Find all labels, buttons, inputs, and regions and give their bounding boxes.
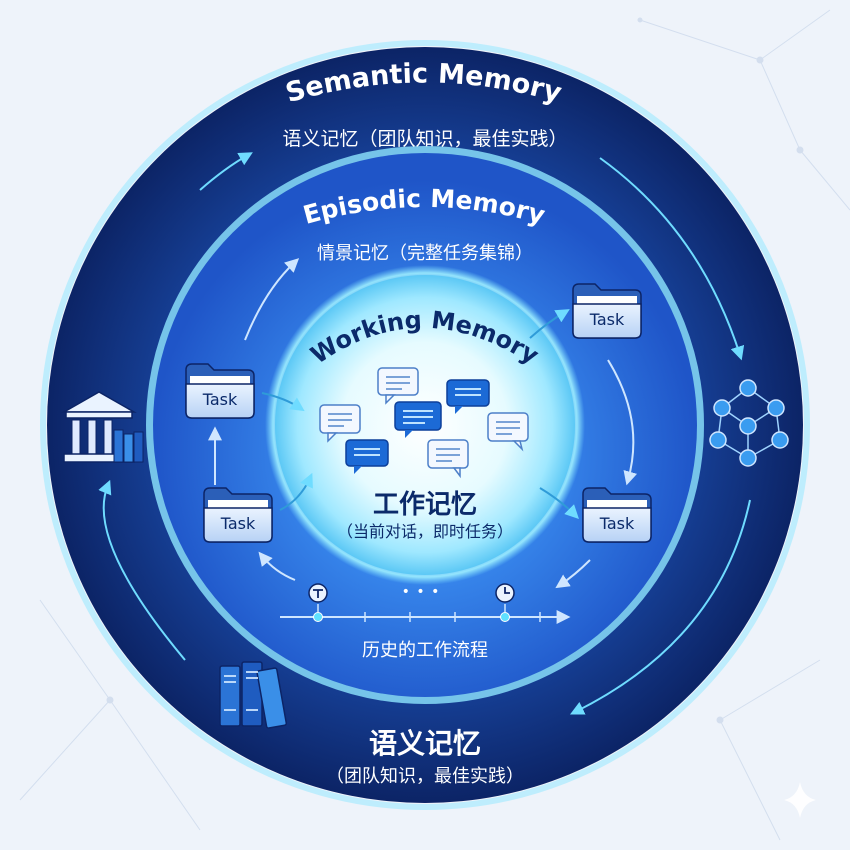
task-label: Task (599, 514, 635, 533)
task-label: Task (589, 310, 625, 329)
working-cn-subtitle: （当前对话，即时任务） (336, 522, 514, 541)
middle-glow (146, 146, 704, 704)
clock-icon (308, 583, 328, 603)
mid-arc-bottom-right (555, 559, 591, 589)
timeline (280, 583, 571, 624)
inner-arrow-in-left (261, 392, 305, 412)
books-icon (219, 661, 288, 729)
folder-icon (582, 487, 652, 543)
network-graph-icon (709, 379, 789, 467)
task-label: Task (220, 514, 256, 533)
outer-arc-top-right (599, 157, 745, 361)
outer-arc-top-left (199, 152, 253, 191)
mid-arc-right (607, 359, 638, 486)
outer-arc-right-bottom (569, 499, 751, 715)
semantic-subtitle: 语义记忆（团队知识，最佳实践） (282, 128, 568, 150)
clock-icon (495, 583, 515, 603)
chat-bubble-icon (319, 404, 361, 443)
episodic-subtitle: 情景记忆（完整任务集锦） (317, 243, 533, 264)
chat-bubble-icon (377, 367, 419, 405)
working-cn-title: 工作记忆 (372, 490, 478, 520)
chat-bubble-icon (394, 401, 442, 438)
semantic-bottom-title: 语义记忆 (368, 727, 482, 760)
task-label: Task (202, 390, 238, 409)
inner-arrow-up-left (279, 472, 313, 511)
chat-bubble-icons (319, 367, 529, 479)
chat-bubble-icon (345, 439, 389, 474)
mid-arc-bottom-left (258, 551, 296, 581)
chat-bubble-icon (446, 379, 490, 414)
chat-bubble-icon (427, 439, 469, 479)
background-network (19, 9, 850, 841)
timeline-label: 历史的工作流程 (362, 640, 488, 661)
timeline-dots: • • • (401, 584, 441, 600)
mid-arc-top-left (244, 258, 300, 341)
outer-arc-left (98, 479, 186, 661)
folder-icon (572, 283, 642, 339)
outer-glow (40, 40, 810, 810)
chat-bubble-icon (487, 412, 529, 452)
folder-icon (203, 487, 273, 543)
semantic-bottom-subtitle: （团队知识，最佳实践） (326, 766, 524, 787)
library-icon (61, 391, 144, 463)
inner-arrow-out-right-top (529, 309, 570, 339)
folder-icon (185, 363, 255, 419)
inner-arrow-out-right-bottom (539, 487, 579, 519)
sparkle-icon (784, 782, 816, 818)
